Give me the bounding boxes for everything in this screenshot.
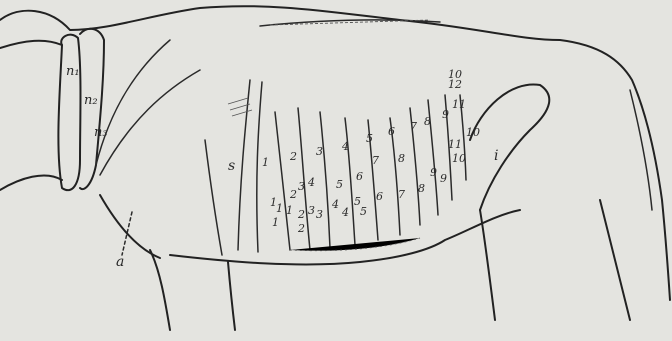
rib-number-label: 7 (410, 120, 417, 133)
rib-number-label: 6 (376, 190, 383, 203)
neck-line-2 (100, 70, 200, 175)
rib-number-label: 2 (289, 188, 297, 201)
back-line (260, 20, 440, 26)
rib-number-label: 9 (442, 108, 449, 121)
rib-number-label: 8 (424, 115, 431, 128)
rib-number-label: 3 (308, 204, 315, 217)
rib-number-label: 2 (297, 222, 305, 235)
rib-line (345, 118, 355, 245)
neck-line-upper (0, 41, 62, 48)
rib-number-label: 3 (316, 208, 323, 221)
rib-number-label: 4 (341, 140, 349, 153)
rib-number-label: 1 (262, 156, 269, 169)
rib-number-label: 10 (466, 126, 480, 139)
rib-line (320, 112, 330, 248)
rib-number-label: 1 (286, 204, 293, 217)
hind-leg-back (600, 200, 630, 320)
label-s: s (228, 158, 235, 174)
rib-number-label: 5 (336, 178, 343, 191)
rib-number-label: 10 (452, 152, 466, 165)
rib-number-label: 8 (398, 152, 405, 165)
hind-leg-front (480, 210, 495, 320)
rib-number-label: 4 (341, 206, 349, 219)
rib-line (275, 112, 290, 250)
rib-number-label: 1 (276, 202, 283, 215)
label-i: i (494, 148, 498, 164)
body-outline (0, 6, 670, 300)
brisket-line (100, 195, 160, 258)
label-a: a (116, 254, 124, 270)
fore-leg-front (150, 250, 170, 330)
rib-number-label: 5 (366, 132, 373, 145)
label-n1: n₁ (66, 64, 80, 79)
rib-number-label: 4 (331, 198, 339, 211)
rib-number-label: 11 (452, 98, 466, 111)
rib-number-label: 7 (398, 188, 405, 201)
rib-number-label: 1 (272, 216, 279, 229)
rib-number-label: 8 (418, 182, 425, 195)
rib-number-label: 9 (430, 166, 437, 179)
rib-number-label: 12 (448, 78, 462, 91)
rib-number-label: 11 (448, 138, 462, 151)
scapula-line-1 (205, 140, 222, 255)
rib-number-label: 2 (297, 208, 305, 221)
rib-number-label: 5 (360, 205, 367, 218)
label-n2: n₂ (84, 93, 98, 108)
fore-leg-back (228, 262, 235, 330)
rib-number-label: 7 (372, 154, 379, 167)
neck-line-mid (96, 40, 170, 165)
rib-number-label: 9 (440, 172, 447, 185)
label-n3: n₃ (94, 125, 108, 140)
rib-number-label: 3 (298, 180, 305, 193)
tail-line (630, 90, 652, 210)
neck-nerve-band-1 (58, 35, 80, 191)
rib-number-label: 6 (388, 125, 395, 138)
neck-nerve-band-2 (80, 29, 104, 189)
rib-number-label: 6 (356, 170, 363, 183)
rib-number-label: 4 (307, 176, 315, 189)
neck-line-lower (0, 175, 62, 190)
flank-line (470, 84, 549, 210)
rib-number-label: 3 (316, 145, 323, 158)
rib-number-label: 2 (289, 150, 297, 163)
